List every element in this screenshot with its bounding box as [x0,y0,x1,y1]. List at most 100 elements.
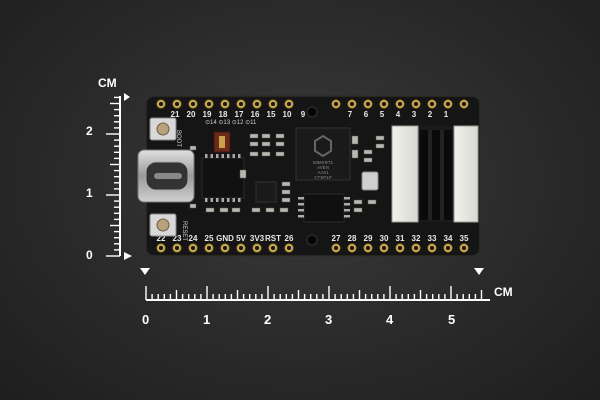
smd-component [189,145,197,151]
pin-pad [347,99,357,109]
vertical-ruler-unit: CM [98,76,117,90]
bottom-pin-label: 31 [396,234,405,243]
pin-pad [331,243,341,253]
ruler-arrow-icon [124,252,132,260]
top-pin-label: 10 [283,110,292,119]
top-pin-label: 5 [380,110,385,119]
pin-pad [204,243,214,253]
smd-component [275,151,285,157]
smd-component [249,151,259,157]
horizontal-ruler-label: 4 [386,312,394,327]
smd-component [363,157,373,163]
bottom-pin-label: 33 [428,234,437,243]
smd-component [375,135,385,141]
smd-component [281,181,291,187]
chip-marking: AA01 [317,170,329,175]
small-chip [255,181,277,203]
bottom-pin-label: 26 [285,234,294,243]
boot-label: BOOT [175,130,181,147]
pin-pad [236,99,246,109]
top-pin-label: 20 [187,110,196,119]
bottom-pin-label: 35 [460,234,469,243]
horizontal-ruler-label: 3 [325,312,332,327]
horizontal-ruler-label: 1 [203,312,210,327]
chip-marking: AVEN [317,165,329,170]
smd-component [275,133,285,139]
bottom-pin-label: 27 [332,234,341,243]
vertical-ruler-label: 0 [86,248,93,262]
pin-pad [156,99,166,109]
mounting-hole [306,106,318,118]
ruler-arrow-icon [124,93,130,101]
vertical-ruler-label: 1 [86,186,93,200]
top-pin-label: 2 [428,110,433,119]
bottom-pin-label: 5V [236,234,246,243]
pin-pad [268,243,278,253]
pin-pad [284,99,294,109]
top-pin-label: 17 [235,110,244,119]
bottom-pin-label: 3V3 [250,234,265,243]
top-pin-label: 21 [171,110,180,119]
pin-pad [411,99,421,109]
pin-pad [395,243,405,253]
pin-pad [331,99,341,109]
top-pin-label: 6 [364,110,369,119]
pin-pad [427,99,437,109]
pin-pad [459,243,469,253]
top-pin-label: 4 [396,110,401,119]
bottom-pin-label: 30 [380,234,389,243]
pin-pad [443,99,453,109]
smd-component [261,141,271,147]
vertical-ruler: CM 2 1 0 [86,76,132,262]
bottom-pin-label: 25 [205,234,214,243]
mounting-hole [306,234,318,246]
pin-pad [236,243,246,253]
bottom-pin-label: 32 [412,234,421,243]
top-pin-label: 15 [267,110,276,119]
boot-button: BOOT [149,117,181,147]
top-pin-label: 18 [219,110,228,119]
smd-component [279,207,289,213]
reset-button: RESET [149,213,187,241]
smd-component [219,207,229,213]
pin-pad [411,243,421,253]
smd-component [375,143,385,149]
pin-pad [268,99,278,109]
usb-chip [201,154,245,202]
pin-pad [363,99,373,109]
top-pin-label: 19 [203,110,212,119]
usb-c-connector [137,149,195,203]
pin-pad [379,99,389,109]
smd-component [239,169,247,179]
pin-pad [443,243,453,253]
top-pin-row [156,99,469,109]
bottom-pin-label: 34 [444,234,453,243]
pin-pad [220,243,230,253]
horizontal-ruler-unit: CM [494,285,513,299]
pin-pad [252,99,262,109]
top-pin-label: 7 [348,110,353,119]
horizontal-ruler-label: 2 [264,312,271,327]
smd-component [205,207,215,213]
top-pin-label: 3 [412,110,417,119]
vertical-ruler-label: 2 [86,124,93,138]
bottom-pin-label: 22 [157,234,166,243]
pin-pad [459,99,469,109]
smd-component [351,135,359,145]
smd-component [249,133,259,139]
horizontal-ruler: CM 0 1 2 3 4 5 [140,268,513,327]
smd-component [231,207,241,213]
ruler-arrow-icon [474,268,484,275]
pin-pad [252,243,262,253]
pin-pad [188,99,198,109]
smd-component [249,141,259,147]
smd-component [351,149,359,159]
pin-pad [379,243,389,253]
pin-pad [220,99,230,109]
smd-component [363,149,373,155]
pin-pad [204,99,214,109]
bottom-pin-label: 28 [348,234,357,243]
